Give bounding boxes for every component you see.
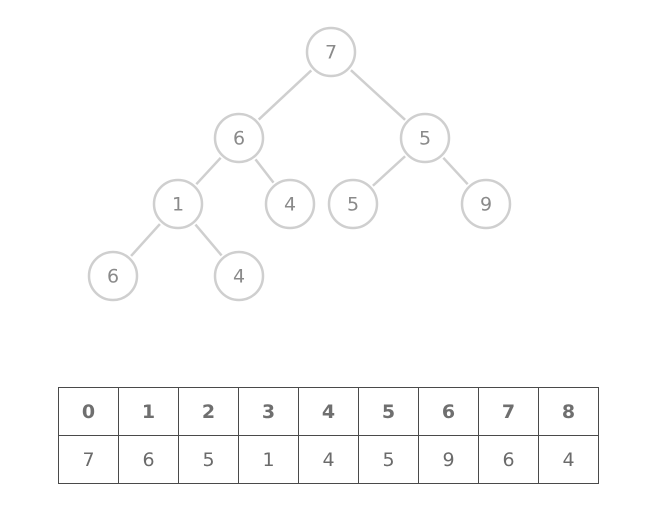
array-value-cell: 1 bbox=[238, 435, 299, 484]
array-value-cell: 4 bbox=[538, 435, 599, 484]
array-index-cell: 4 bbox=[298, 387, 359, 436]
tree-node: 6 bbox=[213, 112, 265, 164]
array-index-cell: 5 bbox=[358, 387, 419, 436]
array-value-cell: 7 bbox=[58, 435, 119, 484]
tree-node: 4 bbox=[213, 250, 265, 302]
tree-node-label: 4 bbox=[284, 194, 296, 216]
tree-node-circle bbox=[213, 250, 265, 302]
tree-edge bbox=[130, 223, 161, 257]
array-value-cell: 6 bbox=[118, 435, 179, 484]
array-index-cell: 8 bbox=[538, 387, 599, 436]
array-value-cell: 5 bbox=[358, 435, 419, 484]
tree-node-circle bbox=[305, 26, 357, 78]
tree-node: 6 bbox=[87, 250, 139, 302]
tree-node: 7 bbox=[305, 26, 357, 78]
array-table: 0 1 2 3 4 5 6 7 8 7 6 5 1 4 5 9 6 4 bbox=[58, 387, 599, 484]
tree-node-circle bbox=[399, 112, 451, 164]
tree-node-label: 5 bbox=[347, 194, 359, 216]
tree-node-label: 1 bbox=[172, 194, 184, 216]
tree-edges bbox=[130, 69, 469, 257]
array-index-cell: 3 bbox=[238, 387, 299, 436]
binary-tree-diagram: 7 6 5 1 4 5 9 6 4 bbox=[87, 26, 512, 302]
array-value-cell: 6 bbox=[478, 435, 539, 484]
tree-node-circle bbox=[213, 112, 265, 164]
tree-node: 5 bbox=[399, 112, 451, 164]
tree-edge bbox=[257, 69, 313, 121]
tree-edge bbox=[195, 156, 222, 186]
tree-edge bbox=[194, 223, 223, 257]
tree-node-circle bbox=[327, 178, 379, 230]
array-index-cell: 1 bbox=[118, 387, 179, 436]
array-index-cell: 7 bbox=[478, 387, 539, 436]
array-index-cell: 2 bbox=[178, 387, 239, 436]
tree-node-circle bbox=[152, 178, 204, 230]
tree-node-circle bbox=[460, 178, 512, 230]
array-value-cell: 5 bbox=[178, 435, 239, 484]
tree-edge bbox=[442, 156, 469, 186]
tree-node-label: 6 bbox=[107, 266, 119, 288]
tree-node-circle bbox=[87, 250, 139, 302]
tree-edge bbox=[350, 69, 406, 121]
tree-node: 4 bbox=[264, 178, 316, 230]
array-index-cell: 0 bbox=[58, 387, 119, 436]
tree-node-circle bbox=[264, 178, 316, 230]
array-index-cell: 6 bbox=[418, 387, 479, 436]
array-value-cell: 4 bbox=[298, 435, 359, 484]
tree-node: 1 bbox=[152, 178, 204, 230]
tree-edge bbox=[254, 158, 275, 184]
array-index-row: 0 1 2 3 4 5 6 7 8 bbox=[58, 387, 599, 436]
array-value-row: 7 6 5 1 4 5 9 6 4 bbox=[58, 435, 599, 484]
tree-edge bbox=[372, 155, 406, 187]
tree-node: 9 bbox=[460, 178, 512, 230]
tree-node-label: 6 bbox=[233, 128, 245, 150]
tree-node: 5 bbox=[327, 178, 379, 230]
array-value-cell: 9 bbox=[418, 435, 479, 484]
tree-node-label: 4 bbox=[233, 266, 245, 288]
tree-nodes: 7 6 5 1 4 5 9 6 4 bbox=[87, 26, 512, 302]
tree-node-label: 5 bbox=[419, 128, 431, 150]
tree-node-label: 9 bbox=[480, 194, 492, 216]
tree-node-label: 7 bbox=[325, 42, 337, 64]
